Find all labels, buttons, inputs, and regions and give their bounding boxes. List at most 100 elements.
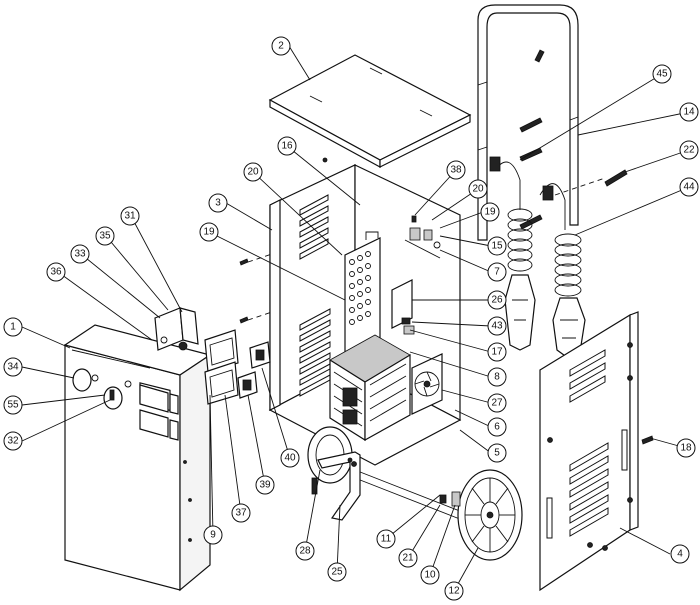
callout-6-label: 6 xyxy=(494,422,500,433)
callout-28-label: 28 xyxy=(299,546,311,557)
callout-20-right-label: 20 xyxy=(472,184,484,195)
callout-19-right: 19 xyxy=(480,202,500,222)
front-panel xyxy=(63,324,212,592)
callout-17: 17 xyxy=(487,342,507,362)
right-side-panel xyxy=(539,311,654,592)
wheel-right xyxy=(439,469,523,561)
callout-26-label: 26 xyxy=(491,295,503,306)
callout-28: 28 xyxy=(295,541,315,561)
callout-40-label: 40 xyxy=(284,453,296,464)
callout-31-label: 31 xyxy=(124,211,136,222)
callout-22: 22 xyxy=(679,140,699,160)
callout-12-label: 12 xyxy=(448,586,460,597)
transformer xyxy=(329,334,411,442)
callout-11-label: 11 xyxy=(381,534,392,545)
callout-27-label: 27 xyxy=(491,398,503,409)
callout-38: 38 xyxy=(446,160,466,180)
callout-7-label: 7 xyxy=(494,267,500,278)
callout-16-label: 16 xyxy=(281,141,293,152)
callout-43-label: 43 xyxy=(491,321,503,332)
cooling-fan xyxy=(411,353,443,415)
callout-39-label: 39 xyxy=(259,480,271,491)
callout-14-label: 14 xyxy=(683,107,695,118)
callout-4: 4 xyxy=(670,544,690,564)
callout-20-right: 20 xyxy=(468,179,488,199)
foot-bracket xyxy=(311,451,361,521)
callout-35-label: 35 xyxy=(99,231,111,242)
handle-bolts xyxy=(519,49,628,230)
callout-34-label: 34 xyxy=(7,362,19,373)
callout-5-label: 5 xyxy=(494,448,500,459)
output-cables xyxy=(489,156,586,359)
callout-33-label: 33 xyxy=(74,249,86,260)
callout-55: 55 xyxy=(3,395,23,415)
callout-15-label: 15 xyxy=(491,241,503,252)
callout-22-label: 22 xyxy=(683,145,695,156)
callout-20-left-label: 20 xyxy=(247,167,259,178)
callout-20-left: 20 xyxy=(243,162,263,182)
callout-25: 25 xyxy=(327,562,347,582)
callout-19-right-label: 19 xyxy=(484,207,496,218)
callout-33: 33 xyxy=(70,244,90,264)
callout-12: 12 xyxy=(444,581,464,601)
timer-switch xyxy=(154,307,199,351)
callout-1-label: 1 xyxy=(10,322,16,333)
callout-38-label: 38 xyxy=(450,165,462,176)
callout-4-label: 4 xyxy=(677,549,683,560)
callout-16: 16 xyxy=(277,136,297,156)
callout-21-label: 21 xyxy=(402,553,414,564)
callout-6: 6 xyxy=(487,417,507,437)
callout-14: 14 xyxy=(679,102,699,122)
meters xyxy=(204,329,239,405)
callout-10: 10 xyxy=(420,565,440,585)
callout-7: 7 xyxy=(487,262,507,282)
callout-10-label: 10 xyxy=(424,570,436,581)
callout-44: 44 xyxy=(679,177,699,197)
callout-21: 21 xyxy=(398,548,418,568)
callout-2-label: 2 xyxy=(278,41,284,52)
callout-17-label: 17 xyxy=(491,347,503,358)
callout-34: 34 xyxy=(3,357,23,377)
leader-lines xyxy=(21,45,690,592)
callout-19-left-label: 19 xyxy=(203,227,215,238)
callout-2: 2 xyxy=(271,36,291,56)
callout-37: 37 xyxy=(231,503,251,523)
callout-45: 45 xyxy=(652,64,672,84)
callout-19-left: 19 xyxy=(199,222,219,242)
callout-9-label: 9 xyxy=(210,530,216,541)
handle xyxy=(477,4,579,241)
rectifier-heatsink xyxy=(344,231,381,359)
callout-32: 32 xyxy=(3,431,23,451)
callout-18: 18 xyxy=(676,438,696,458)
top-cover xyxy=(268,54,472,169)
callout-31: 31 xyxy=(120,206,140,226)
callout-25-label: 25 xyxy=(331,567,343,578)
callout-44-label: 44 xyxy=(683,182,695,193)
callout-3-label: 3 xyxy=(215,198,221,209)
callout-43: 43 xyxy=(487,316,507,336)
callout-26: 26 xyxy=(487,290,507,310)
callout-39: 39 xyxy=(255,475,275,495)
callout-32-label: 32 xyxy=(7,436,19,447)
loose-screws xyxy=(239,157,353,463)
callout-3: 3 xyxy=(208,193,228,213)
callout-36: 36 xyxy=(46,262,66,282)
callout-8: 8 xyxy=(487,367,507,387)
callout-35: 35 xyxy=(95,226,115,246)
callout-36-label: 36 xyxy=(50,267,62,278)
callout-55-label: 55 xyxy=(7,400,19,411)
internal-components xyxy=(391,215,441,335)
callout-5: 5 xyxy=(487,443,507,463)
callout-40: 40 xyxy=(280,448,300,468)
callout-37-label: 37 xyxy=(235,508,247,519)
callout-1: 1 xyxy=(3,317,23,337)
callout-11: 11 xyxy=(376,529,396,549)
callout-27: 27 xyxy=(487,393,507,413)
callout-15: 15 xyxy=(487,236,507,256)
callout-18-label: 18 xyxy=(680,443,692,454)
callout-9: 9 xyxy=(203,525,223,545)
rocker-switches xyxy=(237,341,271,399)
callout-45-label: 45 xyxy=(656,69,668,80)
